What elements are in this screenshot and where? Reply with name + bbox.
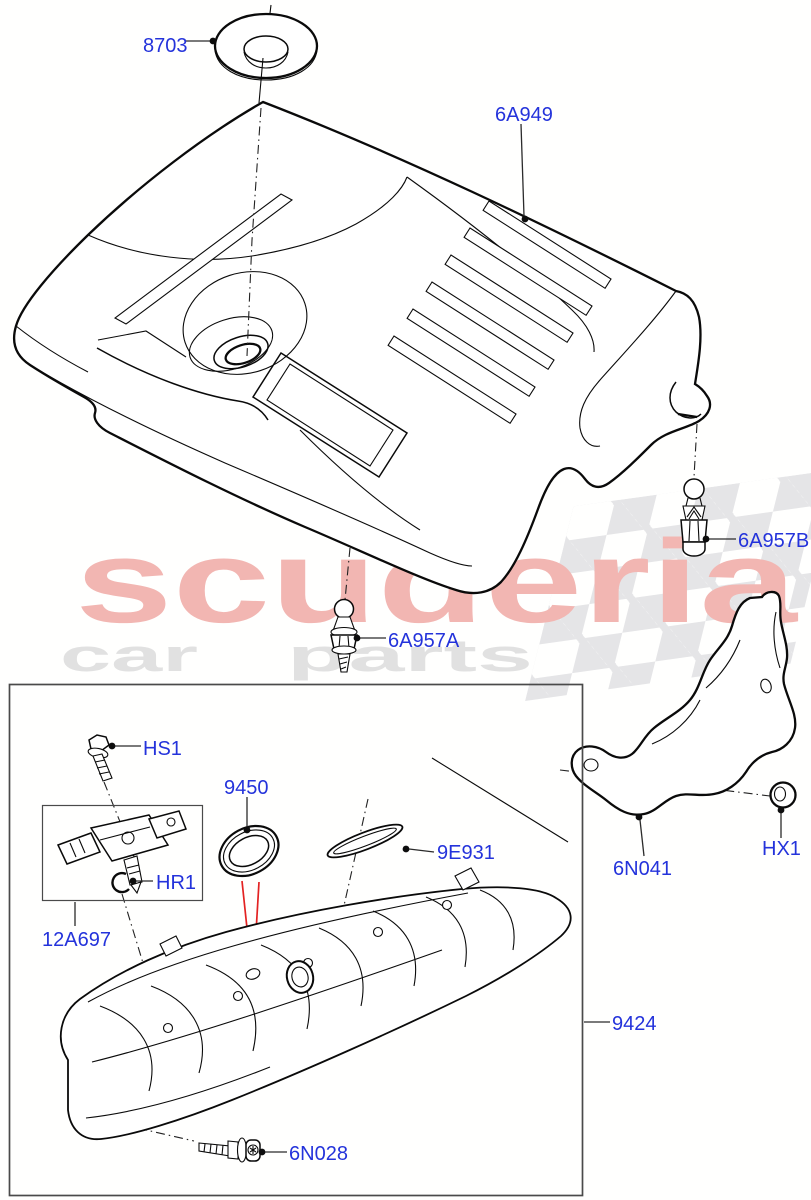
bolt-drawing (198, 1137, 261, 1163)
grommet-drawing (213, 4, 319, 104)
part-label-8703[interactable]: 8703 (143, 35, 188, 57)
part-label-6A957A[interactable]: 6A957A (388, 630, 460, 652)
sensor-drawing (56, 810, 187, 895)
parts-group-box (8, 683, 584, 1197)
part-label-6N028[interactable]: 6N028 (289, 1143, 348, 1165)
manifold-drawing (59, 867, 572, 1140)
part-labels: 8703 6A949 6A957B 6A957A HS1 9450 HR1 12… (42, 35, 809, 1165)
sensor-kit-box (41, 804, 204, 902)
gasket-drawing (326, 823, 404, 859)
part-label-12A697[interactable]: 12A697 (42, 929, 111, 951)
seal-drawing (218, 824, 280, 878)
part-label-HX1[interactable]: HX1 (762, 838, 801, 860)
part-label-6N041[interactable]: 6N041 (613, 858, 672, 880)
part-label-6A957B[interactable]: 6A957B (738, 530, 809, 552)
grommet-nut-drawing (769, 781, 797, 809)
retainer-ring-drawing (111, 871, 130, 894)
engine-cover-drawing (12, 100, 712, 595)
stud-right-drawing (680, 478, 708, 557)
part-label-9424[interactable]: 9424 (612, 1013, 657, 1035)
watermark-sub-left: car (60, 630, 198, 681)
part-label-9450[interactable]: 9450 (224, 777, 269, 799)
leader-lines (74, 37, 785, 1156)
part-label-HR1[interactable]: HR1 (156, 872, 196, 894)
part-label-9E931[interactable]: 9E931 (437, 842, 495, 864)
part-label-HS1[interactable]: HS1 (143, 738, 182, 760)
stud-center-drawing (330, 598, 358, 673)
screw-drawing (87, 734, 113, 782)
part-label-6A949[interactable]: 6A949 (495, 104, 553, 126)
heat-shield-drawing (570, 590, 797, 816)
watermark-sub-right: parts (287, 630, 533, 681)
